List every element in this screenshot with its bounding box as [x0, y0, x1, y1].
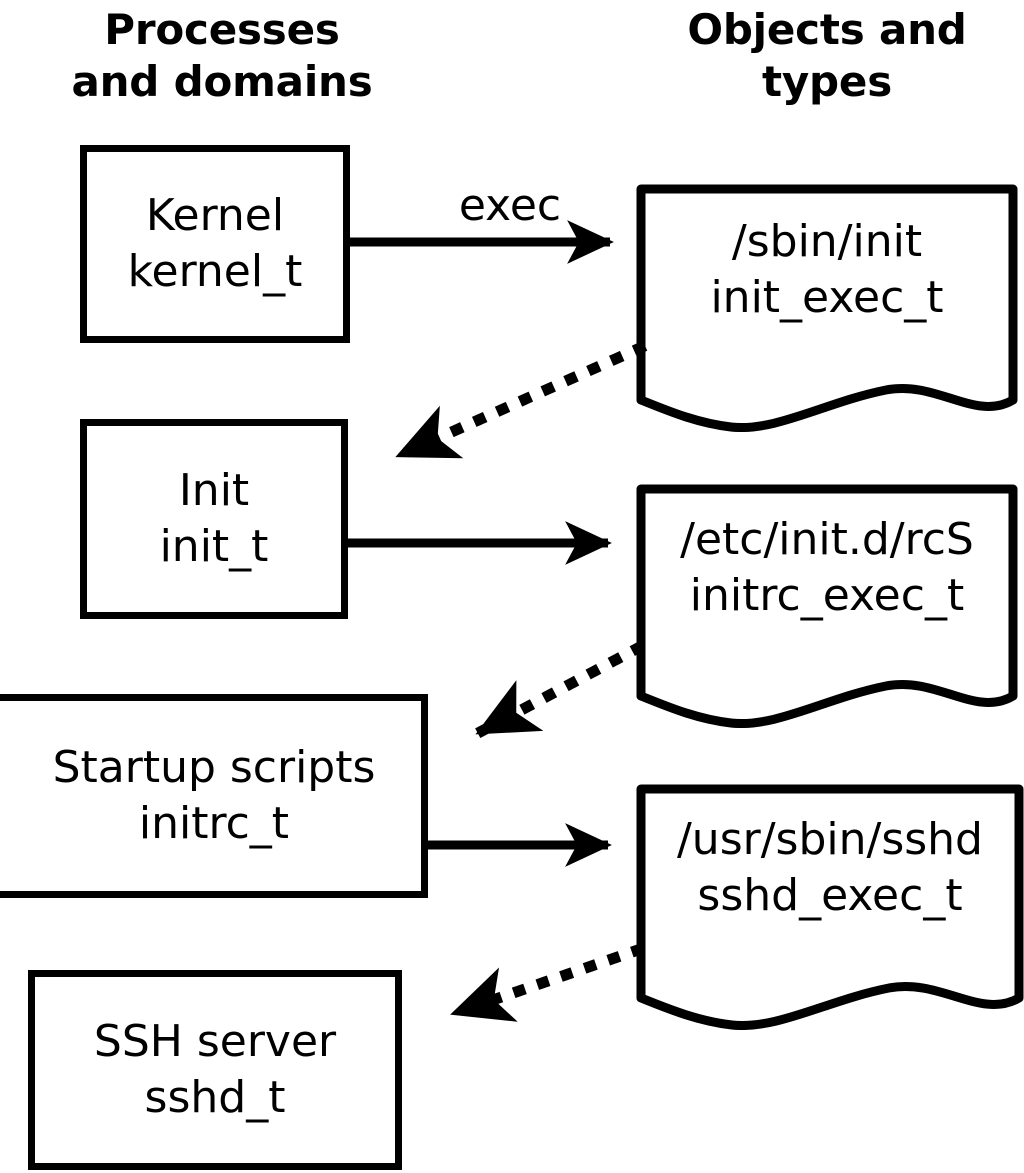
- process-box-ssh-server-label: SSH server sshd_t: [93, 1016, 337, 1123]
- edge-sshdexec-transition: [448, 943, 645, 1022]
- object-doc-initrc-exec-label: /etc/init.d/rcS initrc_exec_t: [680, 514, 974, 621]
- document-shape-icon: [636, 784, 1024, 1030]
- process-box-init-label: Init init_t: [159, 465, 269, 572]
- edge-label-exec: exec: [458, 180, 562, 231]
- object-doc-sshd-exec[interactable]: /usr/sbin/sshd sshd_exec_t: [636, 784, 1024, 1030]
- object-doc-sshd-exec-label: /usr/sbin/sshd sshd_exec_t: [676, 814, 983, 921]
- object-doc-initrc-exec[interactable]: /etc/init.d/rcS initrc_exec_t: [636, 484, 1018, 728]
- column-header-processes: Processes and domains: [71, 5, 373, 106]
- edge-initexec-transition: [392, 340, 648, 463]
- document-shape-icon: [636, 484, 1018, 728]
- process-box-kernel-label: Kernel kernel_t: [127, 190, 303, 297]
- process-box-ssh-server[interactable]: SSH server sshd_t: [28, 970, 402, 1170]
- process-box-startup-scripts[interactable]: Startup scripts initrc_t: [0, 694, 428, 898]
- document-shape-icon: [636, 184, 1018, 432]
- object-doc-init-exec[interactable]: /sbin/init init_exec_t: [636, 184, 1018, 432]
- process-box-startup-scripts-label: Startup scripts initrc_t: [52, 742, 376, 849]
- object-doc-init-exec-label: /sbin/init init_exec_t: [710, 216, 944, 323]
- column-header-objects: Objects and types: [687, 5, 967, 106]
- process-box-init[interactable]: Init init_t: [80, 419, 348, 619]
- edge-initrcexec-transition: [472, 640, 646, 740]
- process-box-kernel[interactable]: Kernel kernel_t: [80, 145, 350, 343]
